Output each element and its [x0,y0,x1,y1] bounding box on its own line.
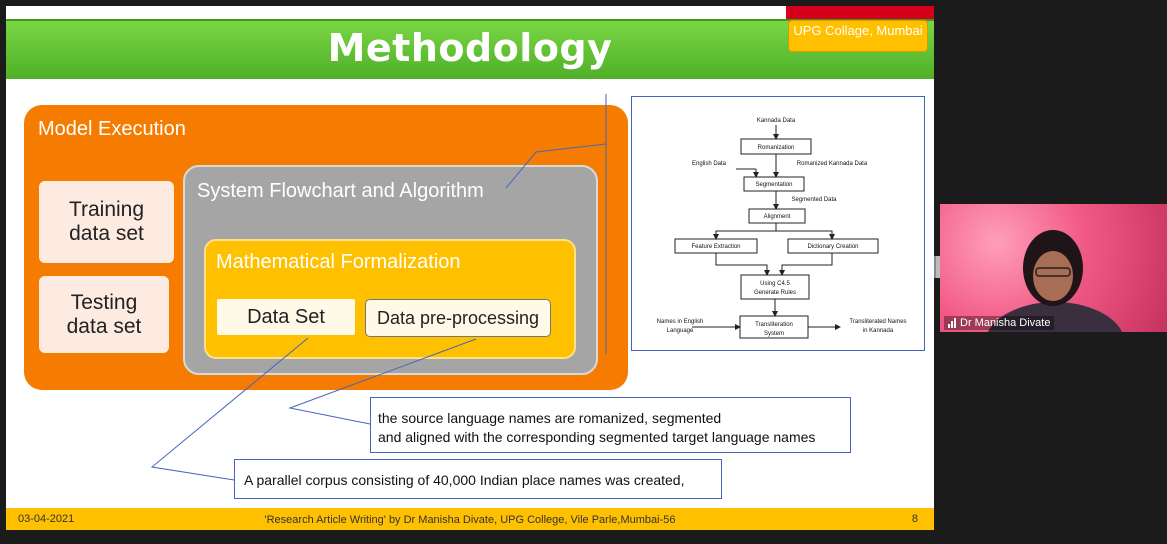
slide-title: Methodology [327,26,613,70]
training-data-label: Training data set [68,198,145,245]
participant-video-tile[interactable]: Dr Manisha Divate [940,204,1167,332]
signal-bars-icon [948,318,956,328]
testing-data-card: Testing data set [39,276,169,353]
alignment-label: Alignment [764,214,791,220]
corpus-callout: A parallel corpus consisting of 40,000 I… [234,459,722,499]
names-english-line2: Language [667,328,694,334]
flowchart-algorithm-label: System Flowchart and Algorithm [197,180,484,202]
participant-name: Dr Manisha Divate [960,317,1051,329]
footer-date: 03-04-2021 [18,513,75,525]
segmentation-label: Segmentation [755,182,792,188]
callout-connectors [150,94,607,481]
testing-data-label: Testing data set [66,290,142,338]
header-red-strip [786,6,934,20]
preprocessing-box: Data pre-processing [365,299,551,337]
kannada-data-label: Kannada Data [757,118,796,124]
transliteration-line2: System [764,331,784,337]
dataset-box: Data Set [217,299,355,335]
presentation-slide: Methodology UPG Collage, Mumbai Model Ex… [6,6,934,530]
transliterated-names-line1: Transliterated Names [849,319,906,325]
c45-label-line2: Generate Rules [754,290,796,296]
romanization-callout-line2: and aligned with the corresponding segme… [378,429,816,445]
c45-label-line1: Using C4.5 [760,281,790,287]
c45-rules-node [740,274,810,300]
participant-name-tag: Dr Manisha Divate [944,316,1055,330]
transliterated-names-line2: in Kannada [863,328,894,334]
english-data-label: English Data [692,161,727,167]
romanization-callout-line1: the source language names are romanized,… [378,410,722,426]
corpus-callout-text: A parallel corpus consisting of 40,000 I… [244,472,685,488]
feature-extraction-label: Feature Extraction [691,244,740,250]
college-tag: UPG Collage, Mumbai [788,20,928,52]
footer-citation: 'Research Article Writing' by Dr Manisha… [264,514,676,526]
segmented-data-label: Segmented Data [791,197,837,203]
names-english-line1: Names in English [657,319,704,325]
title-bar [6,19,934,79]
system-flowchart: Kannada Data Romanization English Data R… [657,118,907,339]
slide-footer: 03-04-2021 'Research Article Writing' by… [6,508,934,530]
math-formalization-label: Mathematical Formalization [216,251,461,273]
model-execution-label: Model Execution [38,118,186,140]
flowchart-connector [505,143,607,189]
training-data-card: Training data set [39,181,174,263]
page-number: 8 [911,513,918,525]
participant-avatar [987,230,1123,332]
transliteration-line1: Transliteration [755,322,793,328]
romanization-callout: the source language names are romanized,… [370,397,851,453]
romanization-label: Romanization [758,145,795,151]
dataset-connector [150,337,309,481]
romanized-kannada-label: Romanized Kannada Data [797,161,868,167]
preprocessing-connector [288,338,477,425]
system-flowchart-figure: Kannada Data Romanization English Data R… [631,96,925,351]
panel-resize-handle[interactable] [934,256,940,278]
dictionary-creation-label: Dictionary Creation [807,244,858,250]
